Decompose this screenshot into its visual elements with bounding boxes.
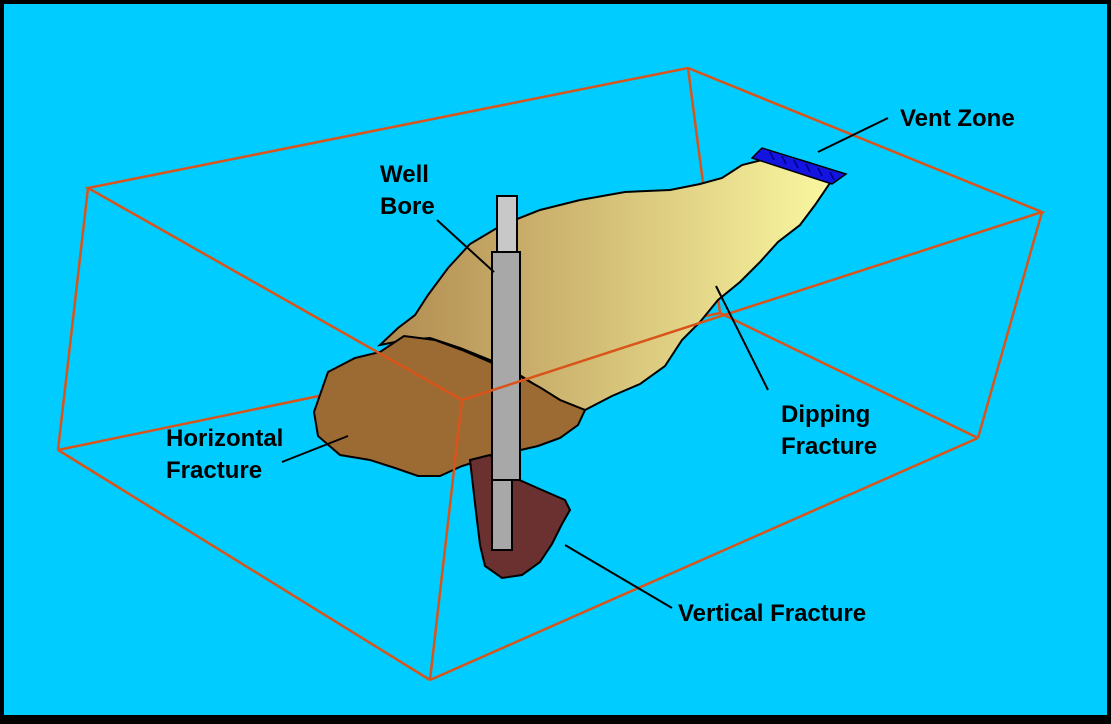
well-bore-shaft <box>491 251 521 481</box>
label-vertical-fracture: Vertical Fracture <box>678 600 866 627</box>
vent-hatch-2 <box>781 155 787 165</box>
box-edge-front-bottom-left <box>57 448 431 682</box>
box-edge-front-left <box>56 187 90 451</box>
leader-line-vertical-fracture <box>564 544 673 609</box>
box-edge-front-bottom-right <box>429 436 979 682</box>
vent-zone-strip <box>750 147 848 185</box>
leader-line-well-bore <box>436 219 495 273</box>
well-bore <box>491 195 521 551</box>
box-edge-front-right <box>976 211 1044 439</box>
box-edge-back-bottom-right <box>719 311 979 440</box>
box-edge-front-center <box>428 399 464 681</box>
label-horizontal: Horizontal <box>166 425 283 452</box>
label-bore: Bore <box>380 193 435 220</box>
leader-lines <box>281 117 889 609</box>
label-well: Well <box>380 161 429 188</box>
label-vent-zone: Vent Zone <box>900 105 1015 132</box>
leader-line-vent-zone <box>817 117 889 153</box>
vent-zone-hatching <box>769 151 835 181</box>
label-horizontal-fracture: Fracture <box>166 457 262 484</box>
well-bore-cap <box>496 195 518 253</box>
vent-hatch-3 <box>793 159 799 169</box>
well-bore-lower <box>491 479 513 551</box>
label-dipping: Dipping <box>781 401 870 428</box>
label-dipping-fracture: Fracture <box>781 433 877 460</box>
vent-hatch-6 <box>829 171 835 181</box>
leader-line-horizontal-fracture <box>281 435 349 463</box>
vent-hatch-4 <box>805 163 811 173</box>
vent-zone <box>750 147 848 185</box>
box-front-edges <box>56 66 1046 682</box>
vent-hatch-1 <box>769 151 775 161</box>
vent-hatch-5 <box>817 167 823 177</box>
leader-line-dipping-fracture <box>715 285 769 391</box>
